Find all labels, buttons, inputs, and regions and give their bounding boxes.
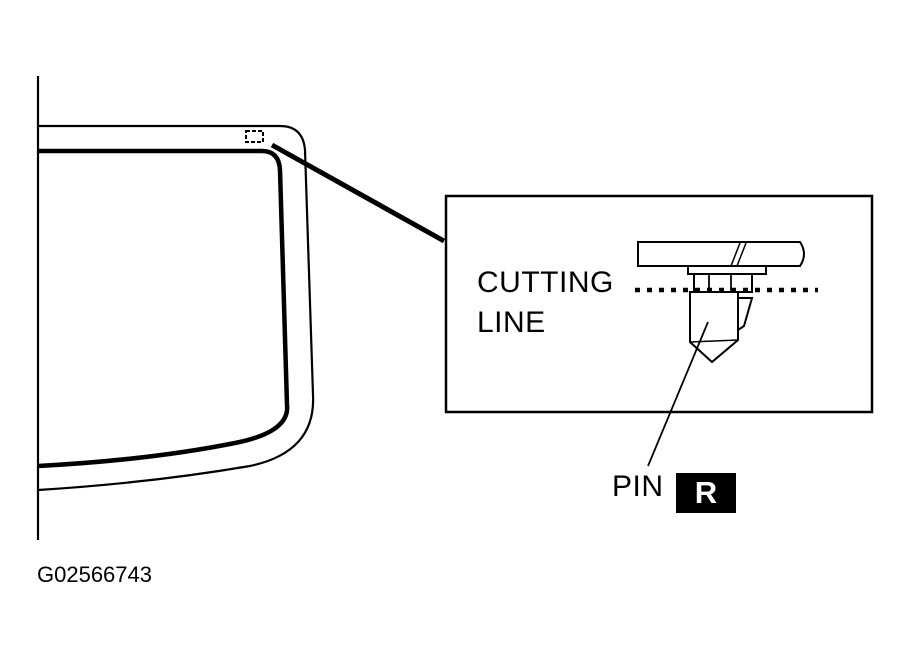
detail-leader-line (270, 142, 446, 244)
cutting-line-label-bottom: LINE (477, 306, 546, 339)
pin-body (689, 291, 739, 364)
window-frame-outer (37, 124, 315, 492)
pin-head (687, 265, 767, 275)
strip-break-mark (730, 242, 741, 267)
pin-location-marker (245, 130, 264, 143)
panel-strip (637, 241, 805, 267)
pin-leader-line (647, 321, 709, 467)
strip-break-mark (736, 242, 747, 267)
cutting-line-label-top: CUTTING (477, 266, 614, 299)
window-glass-outline (37, 148, 290, 469)
detail-box (444, 194, 874, 414)
pin-side-clip (737, 297, 754, 331)
figure-id: G02566743 (37, 562, 152, 587)
pin-label: PIN (612, 470, 664, 503)
pin-tip-edge (689, 339, 739, 343)
replace-badge: R (676, 473, 736, 513)
